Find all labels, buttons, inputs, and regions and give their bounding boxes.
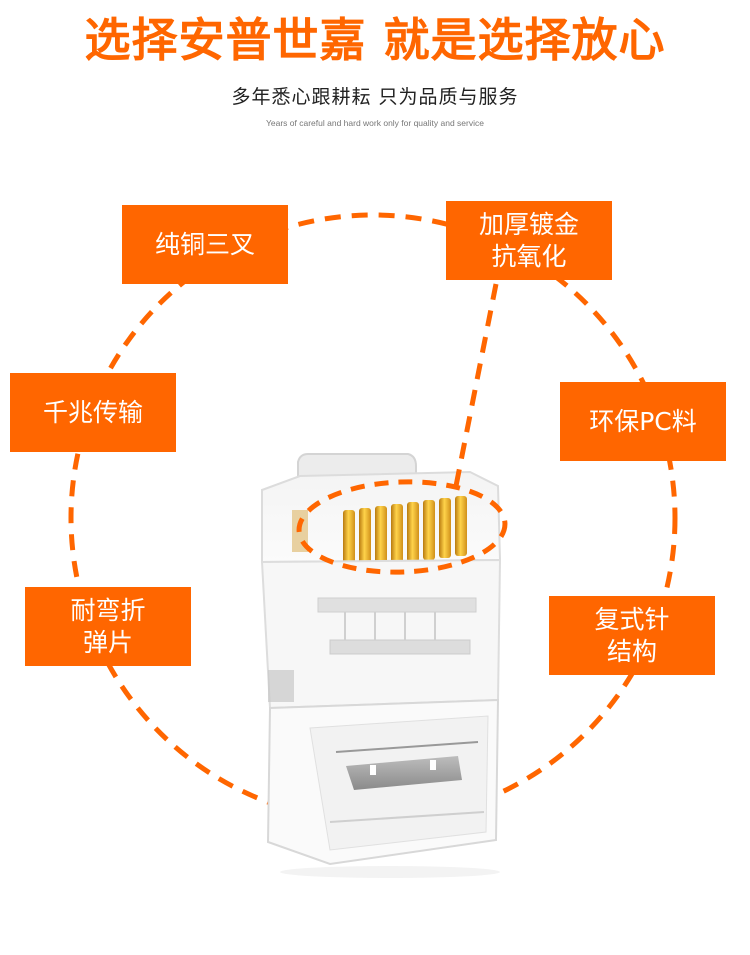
feature-gold-plated: 加厚镀金 抗氧化 — [446, 201, 612, 280]
english-tagline: Years of careful and hard work only for … — [266, 118, 484, 128]
feature-gigabit: 千兆传输 — [10, 373, 176, 452]
feature-pure-copper: 纯铜三叉 — [122, 205, 288, 284]
rj45-connector-image — [260, 453, 502, 878]
feature-compound-pin: 复式针 结构 — [549, 596, 715, 675]
feature-eco-pc: 环保PC料 — [560, 382, 726, 461]
subheadline: 多年悉心跟耕耘 只为品质与服务 — [231, 86, 519, 108]
feature-bend-resistant: 耐弯折 弹片 — [25, 587, 191, 666]
leader-line — [453, 283, 499, 487]
gold-pins — [343, 496, 467, 570]
pins-highlight-ring — [296, 479, 508, 575]
headline: 选择安普世嘉 就是选择放心 — [84, 13, 666, 67]
